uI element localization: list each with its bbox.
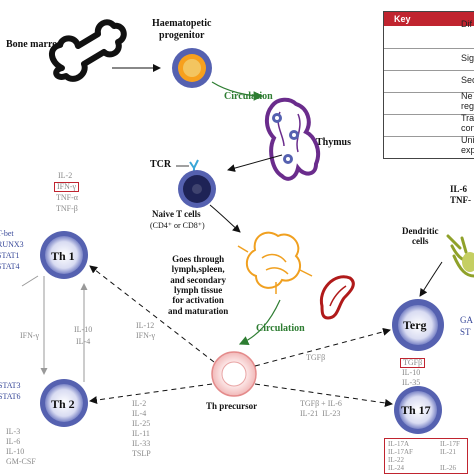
th1-tf: T-bet <box>0 229 14 238</box>
bone-marrow-label: Bone marrow <box>6 39 65 50</box>
ifn-gamma-label: IFN-γ <box>20 331 40 340</box>
arrow-precursor-to-th2 <box>89 383 213 404</box>
il4-label: IL-4 <box>76 337 91 346</box>
terg-output-boxed: TGFβ <box>400 358 426 368</box>
key-row-divider <box>384 48 474 49</box>
th1-label: Th 1 <box>51 249 75 263</box>
th-precursor-label: Th precursor <box>206 401 258 411</box>
naive-t-cell <box>178 170 216 208</box>
th1-cell <box>40 231 88 279</box>
th1-cytokine-boxed: IFN-γ <box>54 182 80 192</box>
lymph-node-icon <box>237 231 313 294</box>
key-row-divider <box>384 70 474 71</box>
terg-tf: ST <box>460 327 471 337</box>
arrow-thymus-to-naive <box>227 154 283 172</box>
key-legend: Key <box>383 11 474 159</box>
th1-tf: RUNX3 <box>0 240 24 249</box>
th17-output: IL-17A <box>388 440 409 448</box>
il12-label: IL-12 <box>136 321 155 330</box>
th1-cytokine: IL-2 <box>58 171 73 180</box>
key-row-divider <box>384 114 474 115</box>
dendritic-cell-icon <box>446 234 474 278</box>
terg-output: IL-10 <box>402 368 421 377</box>
th17-label: Th 17 <box>401 403 431 417</box>
th2-inducer: IL-2 <box>132 399 147 408</box>
th2-cytokine: IL-6 <box>6 437 21 446</box>
dendritic-label: Dendritic cells <box>402 226 439 247</box>
arrow-naive-to-lymph <box>209 204 241 233</box>
th2-tf: STAT3 <box>0 381 21 390</box>
key-label: Tra con <box>461 113 474 133</box>
tgfb-terg-label: TGFβ <box>306 353 326 362</box>
terg-cell <box>392 299 444 351</box>
key-label: Sig <box>461 53 474 63</box>
key-label: Dif <box>461 19 472 29</box>
th1-cytokine: TNF-β <box>56 204 78 213</box>
th2-inducer: IL-33 <box>132 439 151 448</box>
spleen-icon <box>319 275 355 320</box>
terg-label: Terg <box>403 318 427 332</box>
naive-t-label: Naive T cells <box>152 209 201 219</box>
th2-cytokine: IL-10 <box>6 447 25 456</box>
th17-output: IL-26 <box>440 464 456 472</box>
th1-cytokine: TNF-α <box>56 193 78 202</box>
naive-t-sub-label: (CD4⁺ or CD8⁺) <box>150 221 205 230</box>
key-label: Sec <box>461 75 474 85</box>
thymus-organ <box>265 97 321 181</box>
key-row-divider <box>384 92 474 93</box>
arrow-circulation-top <box>211 81 264 101</box>
il6-tnf-label: IL-6 TNF- <box>450 184 471 205</box>
th1-tf: STAT4 <box>0 262 20 271</box>
th17-cell <box>394 386 442 434</box>
th2-cell <box>40 379 88 427</box>
circulation-top-label: Circulation <box>224 91 273 102</box>
key-title: Key <box>384 12 474 26</box>
th2-tf: STAT6 <box>0 392 21 401</box>
tcr-label: TCR <box>150 159 172 170</box>
terg-output: IL-35 <box>402 378 421 387</box>
arrow-precursor-to-th1 <box>89 265 215 363</box>
th17-inducer: IL-21 IL-23 <box>300 409 341 418</box>
progenitor-label: Haematopetic progenitor <box>152 18 212 41</box>
lymph-description: Goes through lymph,spleen, and secondary… <box>168 254 229 316</box>
th17-output: IL-24 <box>388 464 404 472</box>
th1-tf: STAT1 <box>0 251 20 260</box>
th17-output: IL-22 <box>388 456 404 464</box>
th2-cytokine: GM-CSF <box>6 457 36 466</box>
circulation-bottom-label: Circulation <box>256 323 305 334</box>
terg-tf: GA <box>460 315 473 325</box>
th17-inducer: TGFβ + IL-6 <box>300 399 342 408</box>
thymus-label: Thymus <box>316 137 352 148</box>
bone-icon <box>49 19 127 82</box>
th2-label: Th 2 <box>51 397 75 411</box>
inhibit-line-left <box>21 275 39 287</box>
th2-cytokine: IL-3 <box>6 427 21 436</box>
th17-output: IL-17F <box>440 440 460 448</box>
th2-inducer: IL-4 <box>132 409 147 418</box>
th2-inducer: TSLP <box>132 449 151 458</box>
il10-label: IL-10 <box>74 325 93 334</box>
th17-output: IL-17AF <box>388 448 413 456</box>
th17-output: IL-21 <box>440 448 456 456</box>
progenitor-cell <box>172 48 212 88</box>
th2-inducer: IL-25 <box>132 419 151 428</box>
arrow-circulation-bottom <box>238 299 281 345</box>
th2-inducer: IL-11 <box>132 429 150 438</box>
ifng-inducer-label: IFN-γ <box>136 331 156 340</box>
th-precursor-cell <box>211 351 257 397</box>
key-label: Ne reg <box>461 91 474 111</box>
key-label: Uni exp <box>461 135 474 155</box>
arrow-dendritic-to-terg <box>419 261 443 297</box>
key-row-divider <box>384 136 474 137</box>
